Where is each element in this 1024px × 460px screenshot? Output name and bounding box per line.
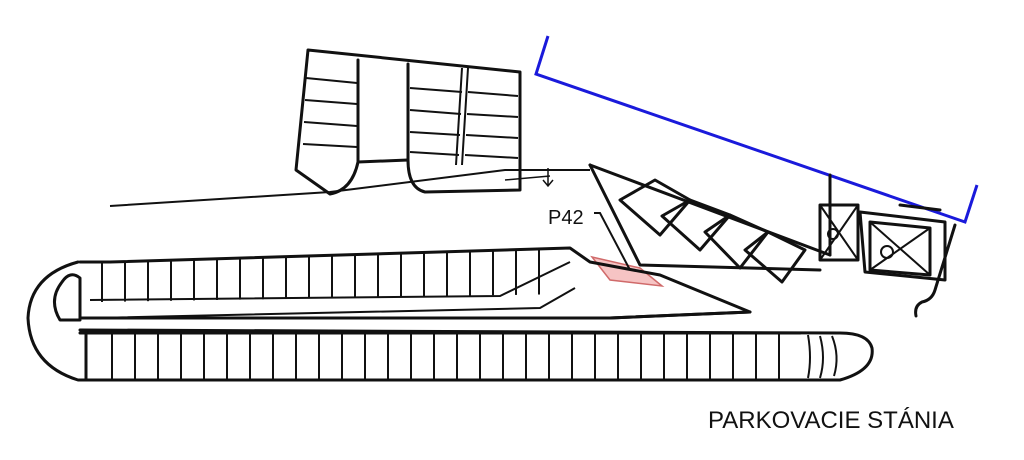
highlighted-space-p42	[590, 212, 665, 288]
diagonal-parking-stalls	[618, 178, 807, 284]
lower-parking-island	[26, 246, 874, 382]
property-boundary	[534, 35, 979, 224]
legend-label: PARKOVACIE STÁNIA	[708, 407, 954, 434]
stair-core-left	[818, 203, 860, 262]
stair-core-right	[858, 203, 957, 318]
access-road	[109, 163, 832, 272]
p42-label: P42	[548, 207, 584, 229]
